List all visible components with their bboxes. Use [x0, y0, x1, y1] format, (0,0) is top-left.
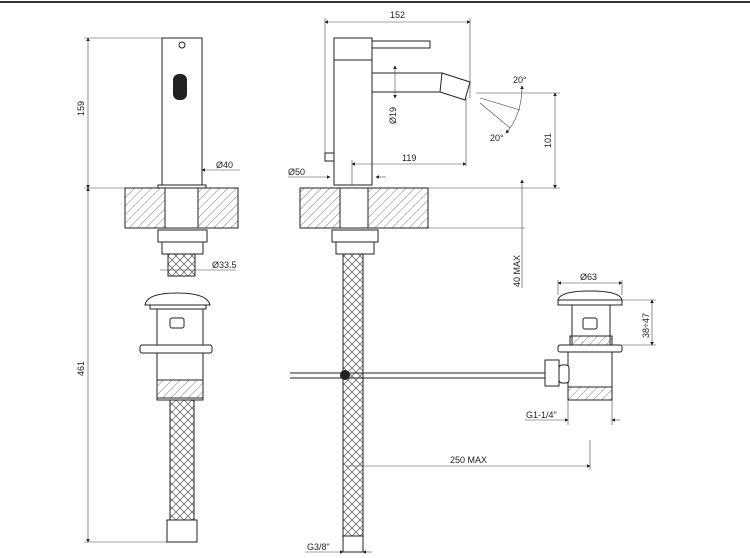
mixer-body [333, 59, 373, 186]
aerator-hole [178, 41, 186, 49]
dim-base-diameter: Ø50 [288, 167, 305, 177]
dim-waste-diameter: Ø63 [580, 272, 597, 282]
faucet-body [161, 37, 203, 186]
dim-waste-thread: G1-1/4" [526, 410, 557, 420]
dim-body-diameter: Ø40 [216, 160, 233, 170]
dim-total-height: 461 [76, 361, 86, 376]
dim-angle-up: 20° [513, 75, 527, 85]
spout [371, 72, 443, 93]
dim-spout-diameter: Ø19 [388, 107, 398, 124]
dim-counter-thickness: 40 MAX [512, 255, 522, 287]
rod-connector [544, 359, 560, 387]
lever-handle [371, 40, 431, 49]
dim-rod-length: 250 MAX [450, 455, 487, 465]
dim-body-height: 159 [76, 101, 86, 116]
dim-waste-range: 38÷47 [641, 313, 651, 338]
flexible-hoses [342, 253, 364, 543]
waste-detail: Ø63 38÷47 G1-1/4" [525, 272, 656, 425]
dim-overall-length: 152 [390, 10, 405, 20]
waste-cap [144, 292, 211, 306]
dim-hose-thread: G3/8" [307, 542, 330, 552]
dim-hose-diameter: Ø33.5 [212, 260, 237, 270]
side-view-left: 159 461 Ø40 Ø33.5 [76, 37, 240, 543]
lever-knob [173, 74, 187, 100]
mixer-cap [333, 37, 373, 61]
flexible-hoses [169, 399, 195, 521]
dim-angle-down: 20° [490, 133, 504, 143]
waste-cap [557, 290, 623, 301]
side-view-center: 152 Ø19 119 Ø50 20° 20° 101 40 MAX [288, 10, 591, 554]
spray-nozzle [439, 72, 471, 101]
dim-spout-height: 101 [543, 133, 553, 148]
pull-rod-knob [340, 370, 350, 380]
dim-spout-reach: 119 [402, 153, 416, 163]
